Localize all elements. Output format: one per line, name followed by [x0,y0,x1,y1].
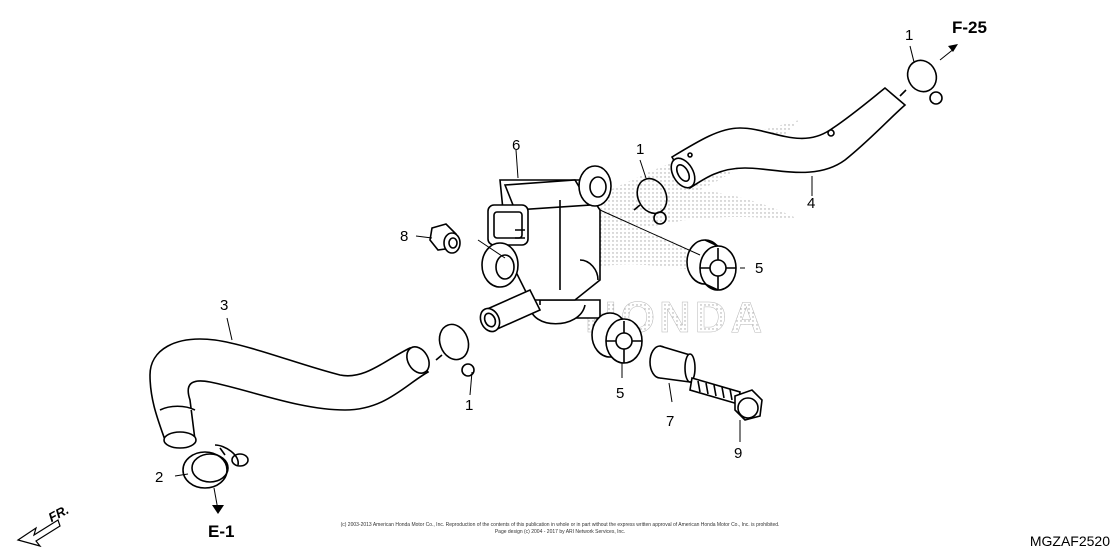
arrow-e1 [212,505,224,514]
part-8-nut[interactable] [429,223,461,254]
part-6-solenoid-valve[interactable] [477,165,612,335]
callout-1-top[interactable]: 1 [905,27,914,44]
copyright-line-2: Page design (c) 2004 - 2017 by ARI Netwo… [494,529,626,535]
ref-e1-link[interactable]: E-1 [208,522,235,541]
callout-6[interactable]: 6 [512,137,521,154]
part-5-grommet-lower[interactable] [591,312,643,364]
callout-5-upper[interactable]: 5 [755,260,764,277]
diagram-code: MGZAF2520 [1029,533,1110,549]
part-1-clip-low[interactable] [435,320,475,377]
front-arrow-icon [16,519,61,548]
callout-9[interactable]: 9 [734,445,743,462]
callout-5-lower[interactable]: 5 [616,385,625,402]
callout-1-mid[interactable]: 1 [636,141,645,158]
part-1-clip-top[interactable] [899,56,943,105]
part-7-collar[interactable] [649,345,696,383]
callout-3[interactable]: 3 [220,297,229,314]
callout-2[interactable]: 2 [155,469,164,486]
callout-4[interactable]: 4 [807,195,816,212]
callout-7[interactable]: 7 [666,413,675,430]
arrow-f25 [948,44,958,52]
ref-f25-link[interactable]: F-25 [952,18,987,37]
callout-8[interactable]: 8 [400,228,409,245]
part-1-clip-mid[interactable] [632,174,673,225]
part-3-hose[interactable] [149,338,434,449]
part-5-grommet-upper[interactable] [686,239,737,291]
copyright-notice: (c) 2003-2013 American Honda Motor Co., … [300,522,820,536]
copyright-line-1: (c) 2003-2013 American Honda Motor Co., … [340,522,780,528]
part-4-hose[interactable] [666,86,907,192]
part-2-band-clip[interactable] [182,444,249,489]
part-9-bolt[interactable] [689,376,763,421]
callout-1-low[interactable]: 1 [465,397,474,414]
